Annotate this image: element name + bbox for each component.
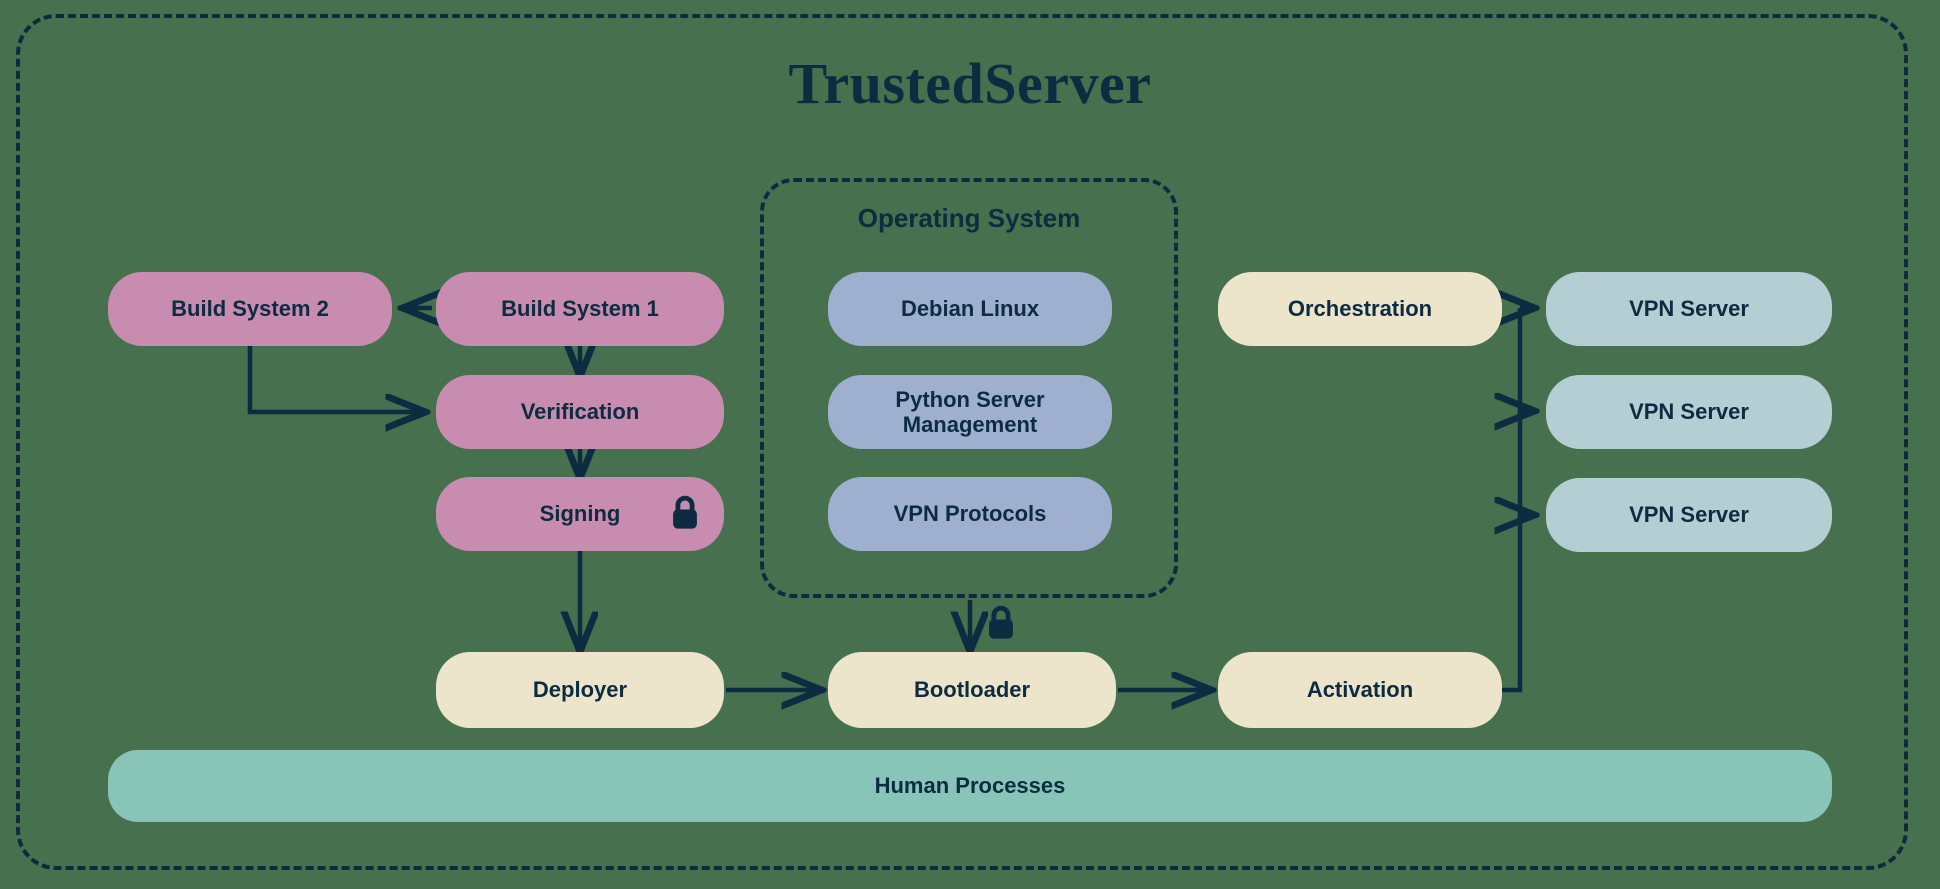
node-orchestration[interactable]: Orchestration [1218, 272, 1502, 346]
lock-icon [989, 605, 1013, 639]
lock-icon [673, 495, 697, 529]
node-vpn-server-1[interactable]: VPN Server [1546, 272, 1832, 346]
operating-system-title: Operating System [857, 203, 1081, 233]
page-title: TrustedServer [788, 51, 1152, 116]
node-build-system-1[interactable]: Build System 1 [436, 272, 724, 346]
node-verification[interactable]: Verification [436, 375, 724, 449]
trusted-server-boundary [16, 14, 1908, 870]
node-debian-linux[interactable]: Debian Linux [828, 272, 1112, 346]
node-activation[interactable]: Activation [1218, 652, 1502, 728]
node-deployer[interactable]: Deployer [436, 652, 724, 728]
node-signing-label: Signing [539, 501, 621, 527]
node-vpn-server-2[interactable]: VPN Server [1546, 375, 1832, 449]
node-python-server-management[interactable]: Python Server Management [828, 375, 1112, 449]
operating-system-boundary [760, 178, 1178, 598]
node-human-processes[interactable]: Human Processes [108, 750, 1832, 822]
node-vpn-protocols[interactable]: VPN Protocols [828, 477, 1112, 551]
node-bootloader[interactable]: Bootloader [828, 652, 1116, 728]
node-vpn-server-3[interactable]: VPN Server [1546, 478, 1832, 552]
node-build-system-2[interactable]: Build System 2 [108, 272, 392, 346]
